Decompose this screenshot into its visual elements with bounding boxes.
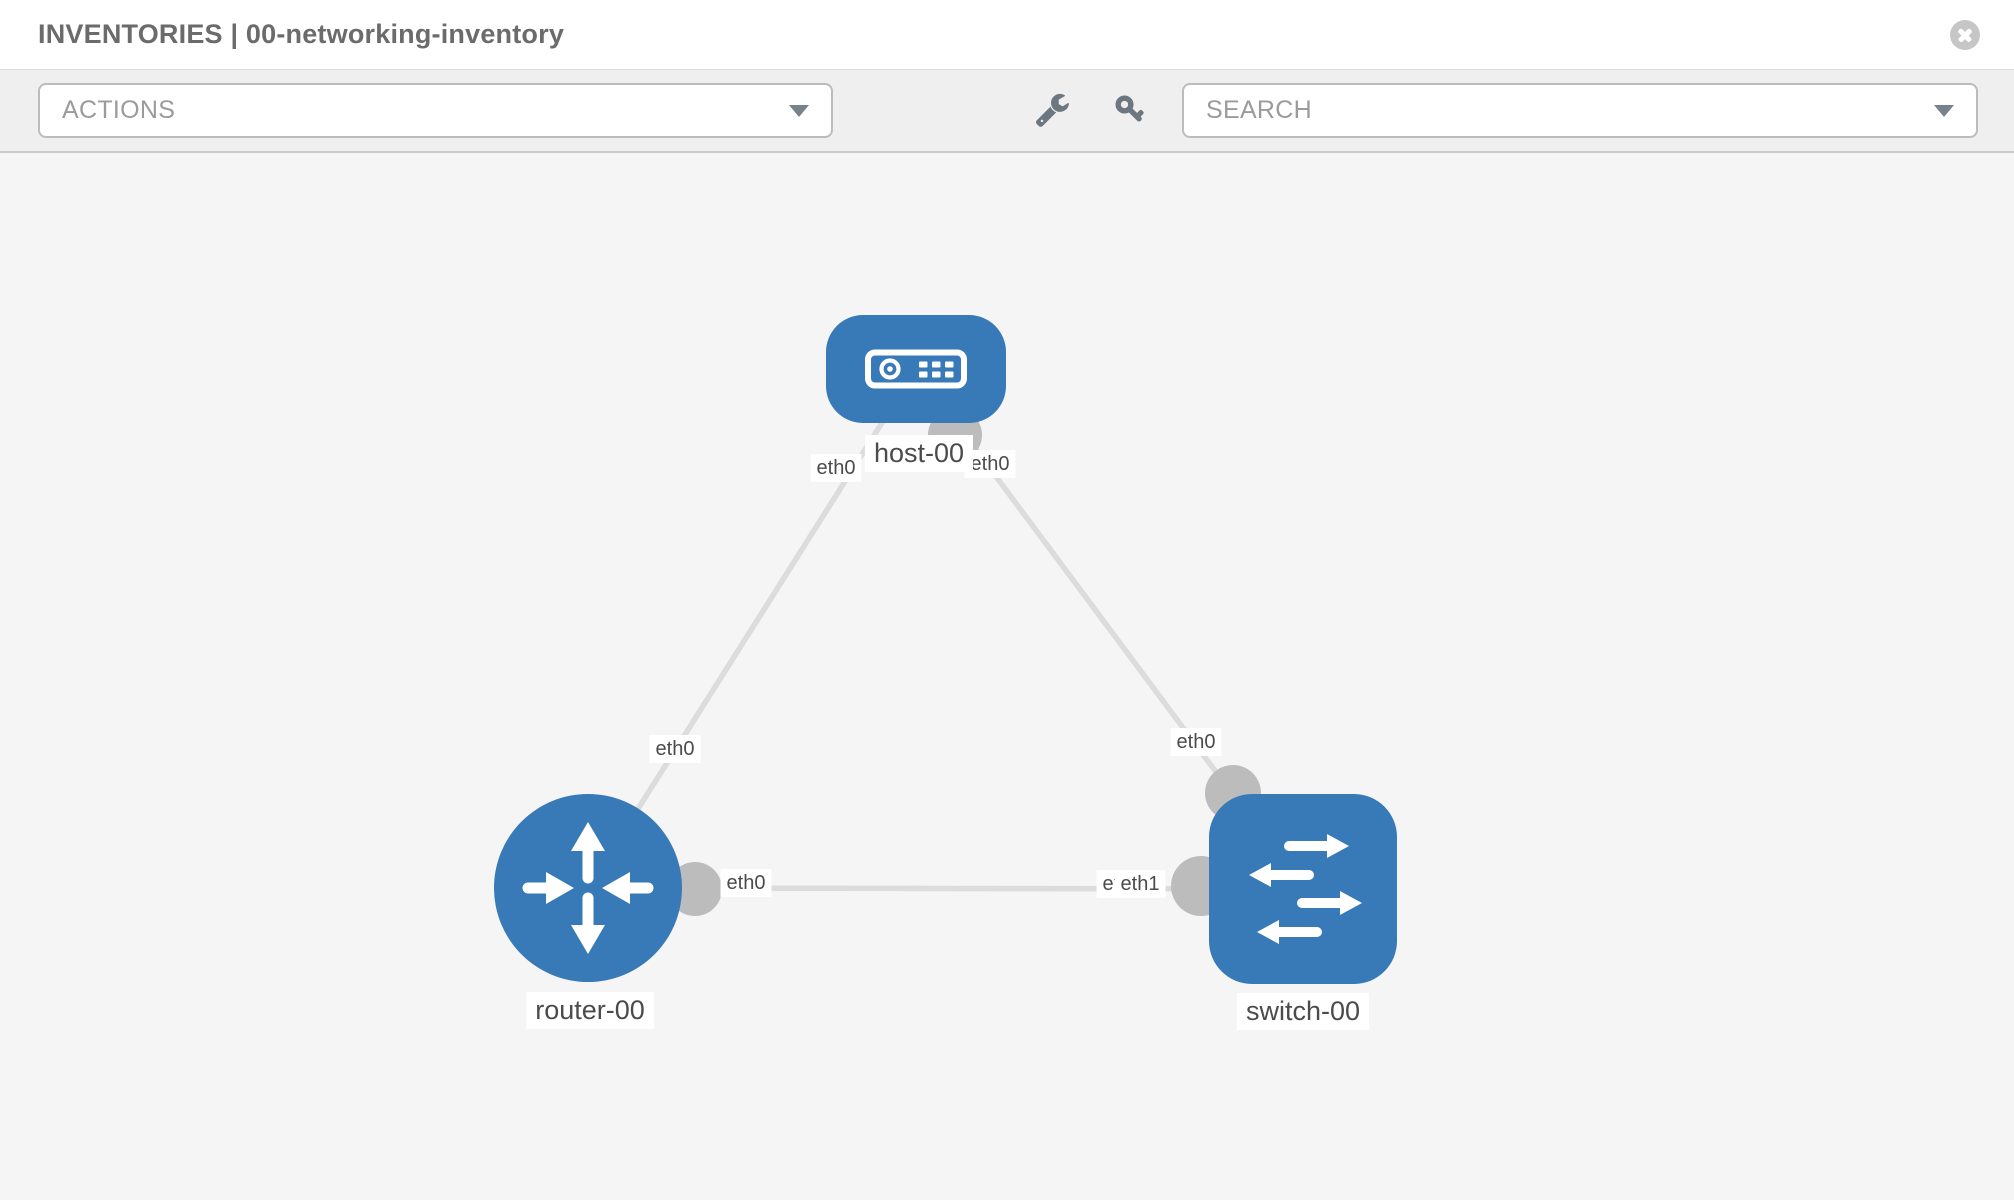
topology-svg xyxy=(0,153,2014,1197)
chevron-down-icon xyxy=(789,104,809,117)
close-icon[interactable] xyxy=(1950,19,1980,50)
node-router-00[interactable] xyxy=(494,794,682,982)
interface-label: eth0 xyxy=(1170,728,1222,756)
interface-label: eth0 xyxy=(720,869,772,897)
actions-dropdown-label: ACTIONS xyxy=(62,96,176,124)
node-label-router-00: router-00 xyxy=(526,992,654,1030)
node-switch-00[interactable] xyxy=(1209,794,1397,984)
interface-label: eth0 xyxy=(810,454,862,482)
node-host-00[interactable] xyxy=(826,315,1006,423)
page-title: INVENTORIES | 00-networking-inventory xyxy=(38,19,565,49)
interface-circle[interactable] xyxy=(668,862,722,916)
actions-dropdown[interactable]: ACTIONS xyxy=(38,83,833,138)
search-dropdown-label: SEARCH xyxy=(1206,96,1312,124)
chevron-down-icon xyxy=(1934,104,1954,117)
wrench-icon[interactable] xyxy=(1036,93,1072,129)
page-header: INVENTORIES | 00-networking-inventory xyxy=(0,0,2014,70)
topology-canvas[interactable]: eth0eth0eth0eth0eth0eth0eth1host-00route… xyxy=(0,153,2014,1197)
search-dropdown[interactable]: SEARCH xyxy=(1182,83,1978,138)
key-icon[interactable] xyxy=(1112,92,1150,130)
interface-label: eth0 xyxy=(649,735,701,763)
node-label-host-00: host-00 xyxy=(864,435,974,473)
interface-label: eth1 xyxy=(1114,870,1166,898)
node-label-switch-00: switch-00 xyxy=(1236,993,1370,1031)
toolbar: ACTIONS SEARCH xyxy=(0,70,2014,153)
